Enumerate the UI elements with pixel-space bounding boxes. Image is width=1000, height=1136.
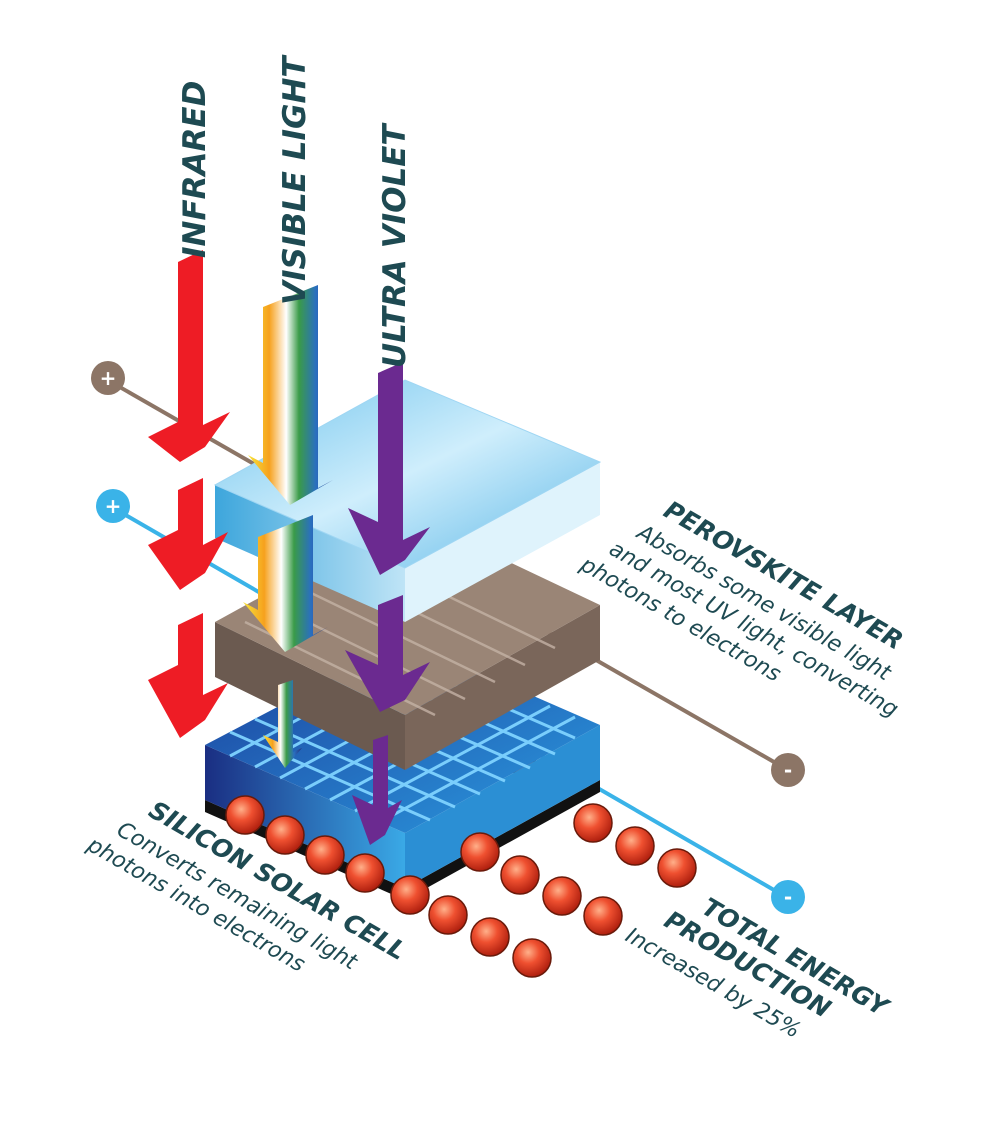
ultraviolet-arrow-2 (345, 595, 430, 712)
infrared-arrow-2 (148, 478, 228, 590)
electrons-front (225, 795, 697, 978)
visible-light-arrow-3 (263, 680, 302, 768)
infrared-arrow-1 (148, 250, 230, 462)
ultraviolet-arrow-3 (352, 735, 402, 845)
ultraviolet-label: ULTRA VIOLET (377, 122, 413, 368)
svg-text:-: - (784, 758, 792, 782)
infrared-label: INFRARED (177, 81, 213, 258)
perovskite-plus-terminal: + (91, 361, 125, 395)
svg-text:+: + (100, 366, 117, 390)
perovskite-minus-terminal: - (771, 753, 805, 787)
silicon-plus-terminal: + (96, 489, 130, 523)
ultraviolet-arrow-1 (348, 362, 430, 575)
visible-light-arrow-1 (248, 285, 333, 505)
infrared-arrow-3 (148, 613, 228, 738)
svg-text:-: - (784, 885, 792, 909)
visible-light-arrow-2 (243, 515, 328, 652)
svg-text:+: + (105, 494, 122, 518)
visible-light-label: VISIBLE LIGHT (277, 54, 313, 305)
silicon-minus-terminal: - (771, 880, 805, 914)
